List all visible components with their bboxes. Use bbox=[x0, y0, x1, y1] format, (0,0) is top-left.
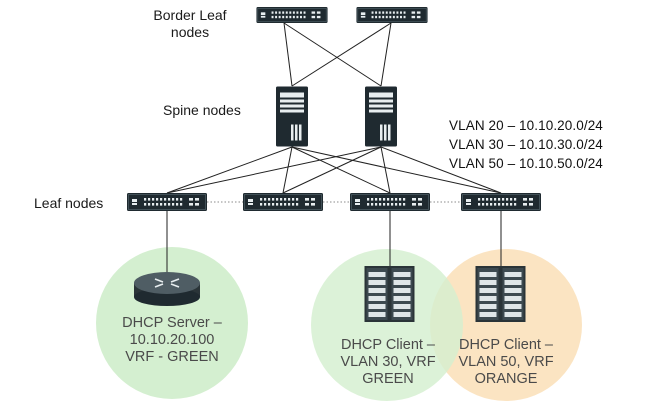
server-rack-icon-green bbox=[364, 266, 415, 322]
dhcp-client-green-line: DHCP Client – bbox=[340, 337, 436, 353]
vrf-orange-zone bbox=[430, 249, 582, 401]
dhcp-client-orange-label: DHCP Client – VLAN 50, VRF ORANGE bbox=[431, 337, 581, 388]
border-leaf-label-line2: nodes bbox=[170, 24, 210, 40]
spine-label: Spine nodes bbox=[163, 102, 241, 118]
spine-switch-2 bbox=[365, 86, 397, 147]
vlan-item: VLAN 30 – 10.10.30.0/24 bbox=[449, 137, 603, 152]
border-leaf-label-line1: Border Leaf bbox=[153, 7, 227, 23]
dhcp-client-orange-line: ORANGE bbox=[474, 371, 538, 387]
leaf-switch-4 bbox=[461, 193, 541, 211]
spine-leaf-links bbox=[166, 146, 502, 194]
border-leaf-switch-2 bbox=[355, 7, 429, 23]
leaf-switch-3 bbox=[350, 193, 430, 211]
border-spine-links bbox=[283, 22, 392, 87]
leaf-label: Leaf nodes bbox=[34, 195, 104, 211]
dhcp-client-orange-line: DHCP Client – bbox=[458, 337, 554, 353]
dhcp-server-line: DHCP Server – bbox=[122, 315, 222, 331]
dhcp-server-line: VRF - GREEN bbox=[125, 349, 219, 365]
router-icon bbox=[134, 272, 200, 306]
dhcp-client-green-line: VLAN 30, VRF bbox=[340, 354, 436, 370]
vlan-item: VLAN 20 – 10.10.20.0/24 bbox=[449, 118, 603, 133]
border-leaf-label: Border Leaf nodes bbox=[140, 7, 240, 41]
access-links bbox=[166, 211, 502, 272]
dhcp-server-line: 10.10.20.100 bbox=[129, 332, 215, 348]
dhcp-client-green-line: GREEN bbox=[362, 371, 414, 387]
dhcp-client-orange-line: VLAN 50, VRF bbox=[458, 354, 554, 370]
dhcp-client-green-label: DHCP Client – VLAN 30, VRF GREEN bbox=[318, 337, 458, 388]
leaf-switch-1 bbox=[127, 193, 207, 211]
dhcp-server-label: DHCP Server – 10.10.20.100 VRF - GREEN bbox=[92, 315, 252, 366]
vrf-green-zone-client bbox=[311, 249, 463, 401]
server-rack-icon-orange bbox=[475, 266, 526, 322]
vlan-item: VLAN 50 – 10.10.50.0/24 bbox=[449, 156, 603, 171]
leaf-switch-2 bbox=[243, 193, 323, 211]
vlan-list: VLAN 20 – 10.10.20.0/24 VLAN 30 – 10.10.… bbox=[449, 116, 603, 173]
spine-switch-1 bbox=[276, 86, 308, 147]
border-leaf-switch-1 bbox=[255, 7, 329, 23]
